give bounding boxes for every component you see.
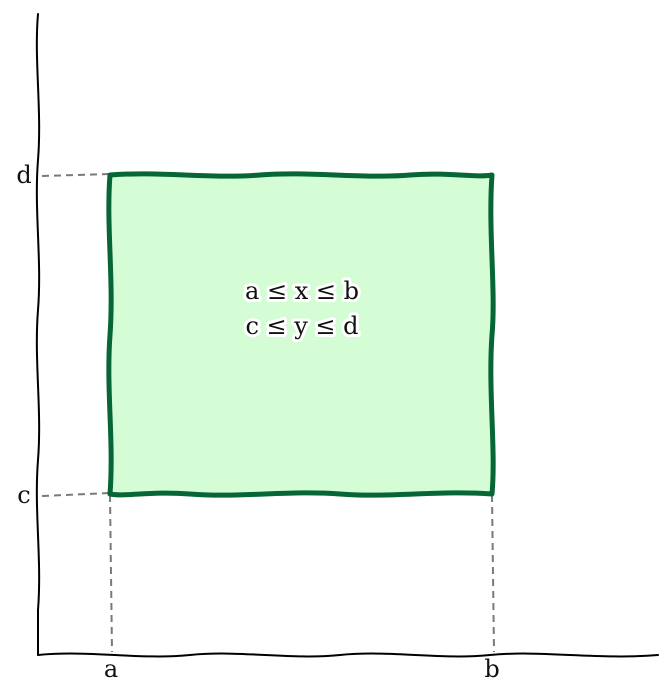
- region-rectangle: [106, 171, 496, 498]
- tick-label-b: b: [484, 655, 499, 683]
- tick-label-c: c: [17, 481, 30, 509]
- guide-line-a: [109, 494, 113, 653]
- region-x-condition: a ≤ x ≤ b: [245, 277, 359, 305]
- tick-label-d: d: [16, 161, 31, 189]
- guide-line-c: [41, 492, 111, 497]
- region-y-condition: c ≤ y ≤ d: [245, 312, 358, 340]
- tick-label-a: a: [104, 655, 118, 683]
- y-axis: [35, 13, 41, 656]
- guide-line-b: [491, 494, 495, 653]
- x-axis: [37, 652, 659, 658]
- guide-line-d: [41, 173, 111, 177]
